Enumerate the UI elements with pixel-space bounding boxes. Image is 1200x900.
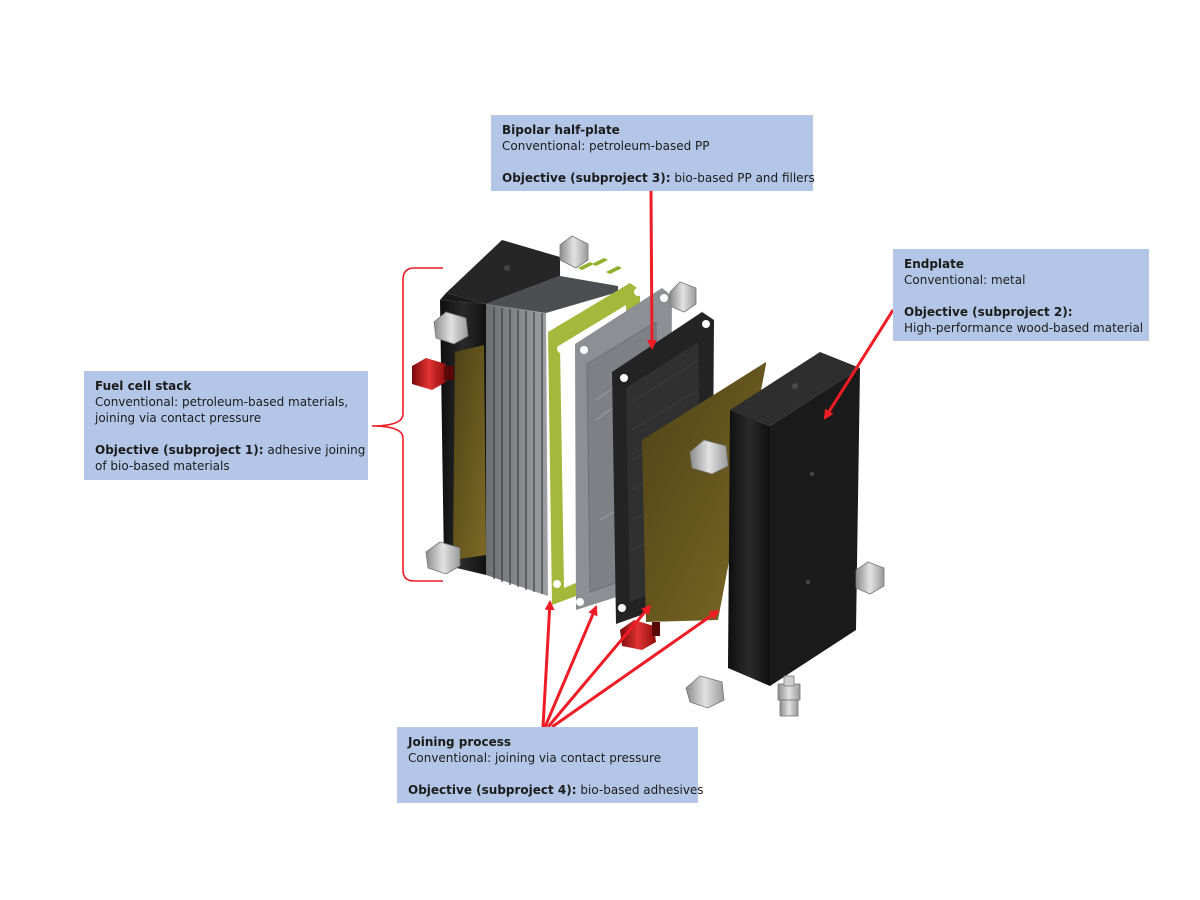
callout-conventional: Conventional: petroleum-based PP	[502, 139, 710, 153]
fitting-silver-2	[433, 311, 469, 345]
callout-fuel-cell-stack: Fuel cell stack Conventional: petroleum-…	[84, 371, 368, 480]
callout-title: Joining process	[408, 735, 512, 749]
callout-objective-value: bio-based adhesives	[576, 783, 704, 797]
callout-objective-value-1: adhesive joining	[263, 443, 366, 457]
callout-joining-process: Joining process Conventional: joining vi…	[397, 727, 704, 803]
endplate-right	[728, 352, 860, 686]
stack-bracket	[371, 267, 443, 582]
callout-title: Fuel cell stack	[95, 379, 192, 393]
stack-cell-plates	[486, 258, 622, 596]
callout-objective-value-2: of bio-based materials	[95, 459, 230, 473]
fitting-silver-8	[777, 675, 801, 717]
fitting-silver-6	[855, 561, 885, 595]
fitting-red-outlet	[620, 620, 660, 650]
fitting-silver-7	[685, 675, 725, 709]
callout-conventional-2: joining via contact pressure	[95, 411, 262, 425]
arrow-joining-2	[543, 605, 598, 728]
callout-conventional-1: Conventional: petroleum-based materials,	[95, 395, 349, 409]
callout-objective: Objective (subproject 1): adhesive joini…	[95, 442, 365, 458]
callout-bipolar-half-plate: Bipolar half-plate Conventional: petrole…	[491, 115, 815, 191]
callout-objective: Objective (subproject 3): bio-based PP a…	[502, 170, 815, 186]
arrow-bipolar-half-plate	[646, 190, 657, 350]
arrow-joining-1	[541, 600, 555, 728]
callout-objective-key: Objective (subproject 3):	[502, 171, 671, 185]
arrow-endplate	[823, 309, 895, 420]
callout-objective-key: Objective (subproject 2):	[904, 305, 1073, 319]
fitting-silver-5	[689, 439, 729, 475]
callout-objective-key: Objective (subproject 1):	[95, 443, 264, 457]
stack-current-collector	[453, 345, 486, 560]
callout-objective-key: Objective (subproject 4):	[408, 783, 577, 797]
fitting-red-inlet	[412, 358, 454, 390]
callout-objective-value: High-performance wood-based material	[904, 321, 1144, 335]
callout-endplate: Endplate Conventional: metal Objective (…	[893, 249, 1149, 341]
callout-conventional: Conventional: metal	[904, 273, 1026, 287]
callout-title: Bipolar half-plate	[502, 123, 620, 137]
fitting-silver-3	[425, 541, 461, 575]
callout-objective: Objective (subproject 4): bio-based adhe…	[408, 782, 704, 798]
callout-objective-value: bio-based PP and fillers	[670, 171, 815, 185]
fitting-silver-1	[559, 235, 589, 269]
fitting-silver-4	[669, 281, 697, 313]
callout-title: Endplate	[904, 257, 965, 271]
arrow-joining-4	[551, 609, 720, 729]
callout-conventional: Conventional: joining via contact pressu…	[408, 751, 662, 765]
arrow-joining-3	[546, 604, 652, 728]
